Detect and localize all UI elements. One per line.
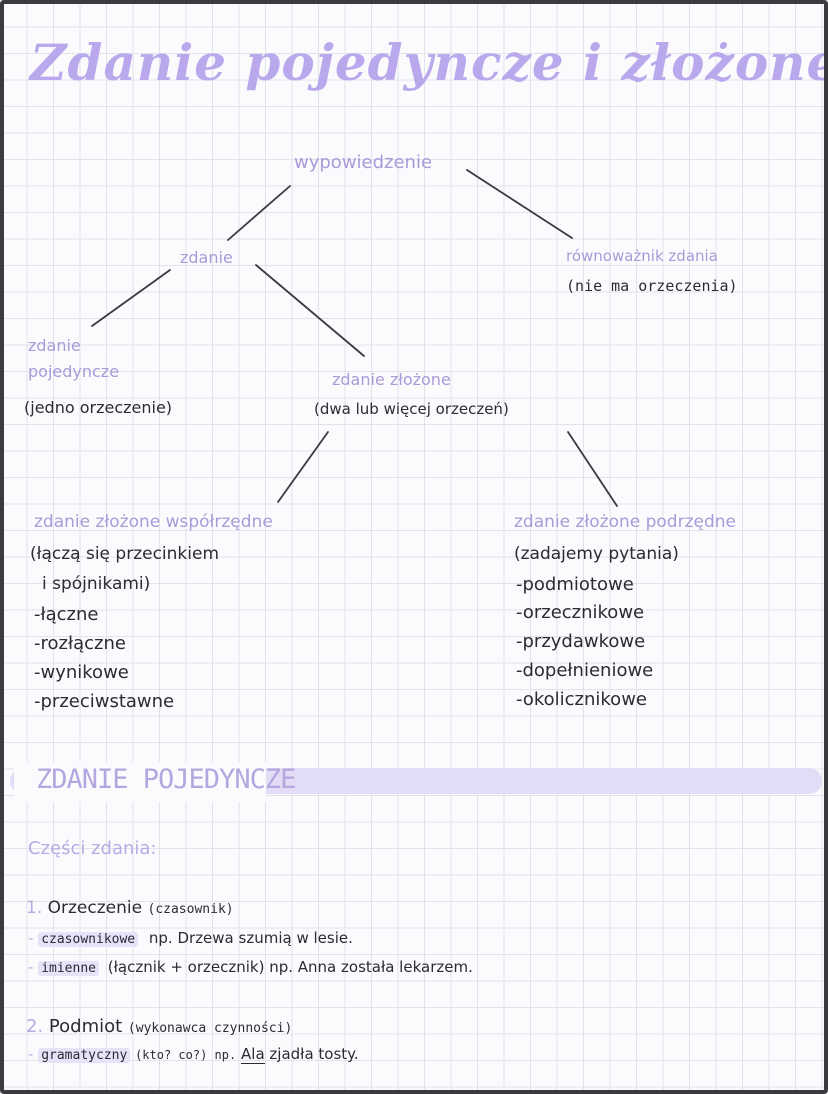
tree-wspolrzedne-label: zdanie złożone współrzędne [34,512,273,532]
connector-root-zdanie [227,185,291,241]
tree-zlozone-note: (dwa lub więcej orzeczeń) [314,400,509,418]
part-2-line-1: - gramatyczny (kto? co?) np. Ala zjadła … [28,1045,359,1064]
term-czasownikowe: czasownikowe [38,932,139,947]
connector-zlozone-wspolrzedne [277,431,329,503]
tree-zlozone-label: zdanie złożone [332,370,451,389]
connector-root-rownowaznik [466,169,573,239]
list-item: -łączne [34,604,99,625]
list-item: -przeciwstawne [34,691,175,712]
part-1-heading: 1. Orzeczenie (czasownik) [26,898,234,918]
list-item: -okolicznikowe [516,689,647,710]
part-2-heading: 2. Podmiot (wykonawca czynności) [26,1016,293,1037]
tree-podrzedne-label: zdanie złożone podrzędne [514,512,736,532]
tree-zdanie-label: zdanie [180,248,233,267]
connector-zlozone-podrzedne [567,431,618,507]
tree-root-label: wypowiedzenie [294,152,433,173]
list-item: -orzecznikowe [516,602,645,623]
tree-pojedyncze-note: (jedno orzeczenie) [24,398,173,417]
page-title: Zdanie pojedyncze i złożone [30,33,828,92]
section-title: ZDANIE POJEDYNCZE [36,764,296,795]
connector-zdanie-zlozone [255,264,365,357]
tree-wspolrzedne-note-2: i spójnikami) [42,574,151,594]
part-1-line-1: - czasownikowe np. Drzewa szumią w lesie… [28,929,353,947]
tree-podrzedne-note: (zadajemy pytania) [514,544,679,564]
tree-rownowaznik-note: (nie ma orzeczenia) [566,277,738,295]
tree-rownowaznik-label: równoważnik zdania [566,247,718,265]
list-item: -dopełnieniowe [516,660,654,681]
term-gramatyczny: gramatyczny [38,1048,131,1063]
list-item: -wynikowe [34,662,129,683]
list-item: -przydawkowe [516,631,646,652]
connector-zdanie-pojedyncze [91,269,171,327]
tree-pojedyncze-label-2: pojedyncze [28,362,120,381]
part-1-line-2: - imienne (łącznik + orzecznik) np. Anna… [28,958,473,976]
list-item: -rozłączne [34,633,126,654]
term-imienne: imienne [38,961,99,976]
tree-wspolrzedne-note-1: (łączą się przecinkiem [30,544,220,564]
tree-pojedyncze-label-1: zdanie [28,336,81,355]
section-subtitle: Części zdania: [28,838,157,859]
subject-ala: Ala [241,1045,265,1064]
list-item: -podmiotowe [516,574,634,595]
